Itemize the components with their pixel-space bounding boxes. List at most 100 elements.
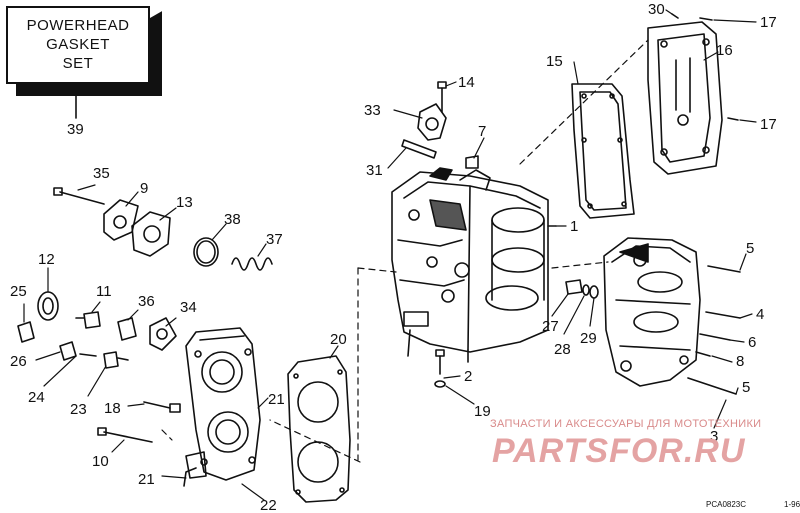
leader-21a [257,397,269,409]
box-shadow-bottom [16,84,162,96]
leader-5b [735,387,739,395]
leader-20 [329,345,339,359]
leader-37 [257,243,267,257]
callout-28: 28 [554,341,571,358]
diagram-code: PCA0823C [706,500,747,509]
callout-15: 15 [546,53,563,70]
watermark-tagline: ЗАПЧАСТИ И АКСЕССУАРЫ ДЛЯ МОТОТЕХНИКИ [490,418,762,430]
cover-gasket [571,83,635,219]
alignment-line-rear [551,261,609,269]
lifting-eye-33 [417,103,447,141]
callout-6: 6 [748,334,756,351]
leader-13 [159,207,177,221]
bolt-4 [705,311,741,319]
washer-28 [582,284,590,296]
leader-2 [443,375,461,379]
callout-24: 24 [28,389,45,406]
screw-17b [727,117,739,121]
leader-36 [127,309,139,321]
leader-6 [729,339,745,343]
leader-31 [387,147,407,169]
leader-34 [165,317,177,327]
callout-8: 8 [736,353,744,370]
leader-4 [739,313,753,319]
sensor-18 [143,401,181,413]
pin-31 [401,139,437,159]
alignment-line-head-top [357,267,397,273]
plug-25 [17,321,35,343]
gasket-label-line-3: SET [62,55,94,72]
leader-17a [713,19,757,23]
leader-10 [111,439,125,453]
screw-30 [671,13,679,19]
bolt-6 [699,333,731,341]
leader-21b [161,475,187,479]
leader-16 [703,51,719,61]
leader-38 [211,223,227,241]
leader-3 [713,399,727,429]
callout-19: 19 [474,403,491,420]
callout-38: 38 [224,211,241,228]
leader-18 [127,403,145,407]
callout-26: 26 [10,353,27,370]
leader-28 [563,295,585,335]
fitting-23 [103,351,129,369]
callout-4: 4 [756,306,764,323]
diagram-revision: 1-96 [784,500,800,509]
spring-37 [231,257,273,271]
callout-23: 23 [70,401,87,418]
gasket-label-line-1: POWERHEAD [26,17,130,34]
callout-5a: 5 [746,240,754,257]
fitting-11 [75,311,101,329]
exhaust-cover-plate [647,21,723,175]
callout-17b: 17 [760,116,777,133]
alignment-line-cover [519,39,649,165]
callout-21b: 21 [138,471,155,488]
leader-33 [393,109,423,119]
leader-22 [241,483,265,501]
crankcase-block [391,167,549,363]
callout-7: 7 [478,123,486,140]
callout-39: 39 [67,121,84,138]
screw-2 [435,349,445,375]
callout-11: 11 [96,283,112,300]
callout-30: 30 [648,1,665,18]
callout-14: 14 [458,74,475,91]
leader-14 [445,81,457,87]
callout-35: 35 [93,165,110,182]
gasket-label-line-2: GASKET [46,36,110,53]
leader-27 [551,293,569,317]
leader-17b [739,119,757,123]
leader-9 [125,191,139,207]
leader-7 [473,137,485,159]
elbow-34 [149,317,177,351]
callout-9: 9 [140,180,148,197]
leader-35 [77,184,96,191]
callout-34: 34 [180,299,197,316]
callout-13: 13 [176,194,193,211]
alignment-line-gasket [269,419,361,463]
bolt-5a [707,265,741,273]
plug-27 [565,279,583,295]
callout-1: 1 [570,218,578,235]
seal-29 [589,285,599,299]
callout-22: 22 [260,497,277,513]
bolt-8 [695,351,711,357]
leader-8 [711,355,733,363]
leader-19 [445,385,475,405]
bolt-5b [687,377,737,395]
callout-21a: 21 [268,391,285,408]
fitting-26 [59,341,77,361]
callout-5b: 5 [742,379,750,396]
callout-17a: 17 [760,14,777,31]
leader-29 [589,297,595,327]
callout-numbers: 39 35 9 13 38 37 12 25 11 36 34 26 24 23… [10,1,777,513]
alignment-line-bolt [161,429,173,441]
thermostat-gasket [131,211,171,257]
callout-2: 2 [464,368,472,385]
leader-5a [739,253,747,271]
leader-26 [35,351,61,361]
callout-18: 18 [104,400,121,417]
callout-20: 20 [330,331,347,348]
bolt-35 [53,187,105,205]
